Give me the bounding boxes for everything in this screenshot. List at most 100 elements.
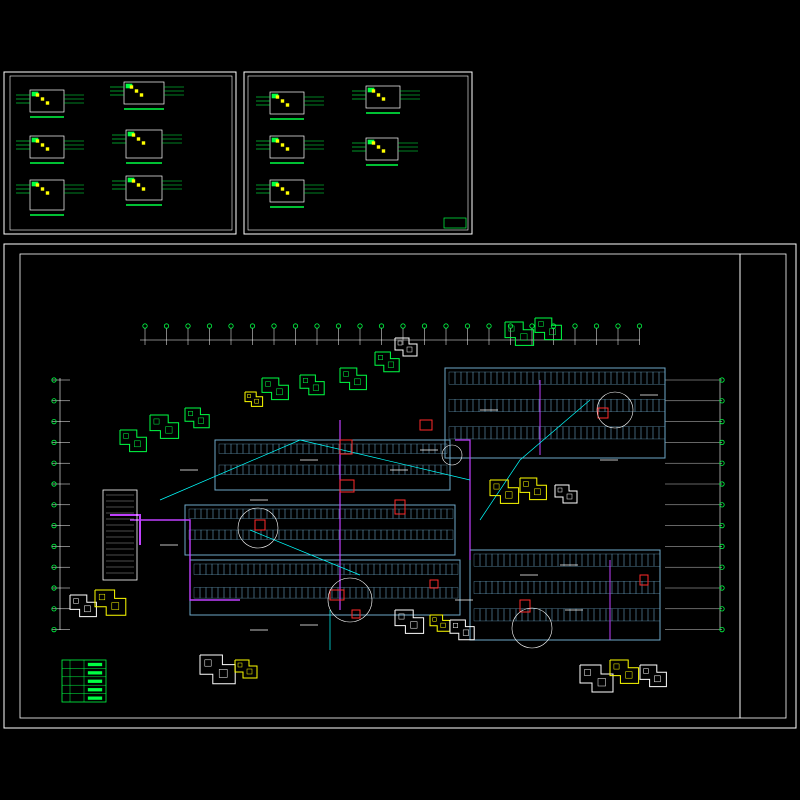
detail-callout: [511, 607, 553, 649]
axis-bubble: [185, 323, 191, 329]
title-strip: [739, 253, 787, 719]
axis-bubble: [206, 323, 213, 329]
sheet-inner-frame: [247, 75, 469, 231]
schematic-diagrams-group-2: [256, 85, 420, 208]
breaker-symbol: [381, 149, 386, 153]
axis-bubble: [292, 323, 299, 329]
building-green-room: [538, 321, 544, 327]
legend-sample: [87, 688, 103, 692]
building-yellow-room: [523, 481, 529, 487]
axis-bubble: [486, 323, 492, 329]
equipment-room: [519, 599, 531, 613]
axis-bubble: [529, 323, 535, 329]
sheet-outer-frame: [3, 71, 237, 235]
parking-stall: [440, 464, 448, 475]
axis-bubble: [719, 585, 725, 591]
building-green-room: [343, 371, 349, 377]
building-white-room: [566, 493, 573, 500]
legend-sample: [87, 679, 103, 683]
breaker-symbol: [141, 187, 146, 191]
building-green: [119, 429, 147, 453]
cable-route: [249, 529, 361, 576]
schematic-box: [125, 175, 163, 201]
breaker-symbol: [285, 103, 290, 107]
axis-bubble: [719, 377, 725, 383]
building-yellow-room: [111, 602, 120, 610]
building-white: [449, 619, 475, 641]
breaker-symbol: [35, 139, 40, 143]
schematic-box: [365, 137, 399, 161]
axis-bubble: [51, 460, 57, 466]
building-white: [639, 664, 667, 688]
axis-bubble: [271, 323, 277, 329]
breaker-symbol: [371, 89, 376, 93]
axis-bubble: [719, 522, 725, 529]
building-green: [534, 317, 562, 341]
axis-bubble: [400, 323, 406, 329]
building-green-room: [520, 333, 528, 341]
axis-bubble: [51, 585, 57, 591]
axis-bubble: [51, 606, 57, 612]
breaker-symbol: [280, 99, 285, 103]
building-white-room: [643, 668, 649, 674]
detail-callout: [327, 577, 373, 623]
parking-stall: [653, 608, 661, 622]
breaker-symbol: [131, 179, 136, 183]
building-green-room: [134, 440, 141, 448]
building-green-room: [303, 378, 308, 383]
building-white-room: [204, 659, 212, 667]
schematic-box: [269, 91, 305, 115]
breaker-symbol: [45, 147, 50, 151]
axis-bubble: [314, 323, 320, 329]
building-white-room: [557, 487, 563, 493]
schematic-box: [123, 81, 165, 105]
equipment-room: [339, 439, 353, 455]
building-white-room: [597, 678, 606, 687]
legend-sample: [87, 671, 103, 675]
schematic-sheet-2: [243, 71, 473, 235]
parking-stall: [658, 426, 666, 440]
schematic-box: [29, 179, 65, 211]
axis-bubble: [719, 418, 725, 425]
building-yellow-room: [534, 488, 541, 496]
breaker-symbol: [131, 133, 136, 137]
equipment-room: [351, 609, 361, 619]
building-green-room: [197, 417, 204, 424]
breaker-symbol: [275, 139, 280, 143]
building-green-room: [123, 433, 129, 439]
building-green: [299, 374, 325, 396]
legend-sample: [87, 696, 103, 700]
building-green: [261, 377, 289, 401]
building-white: [69, 594, 97, 618]
axis-bubble: [51, 543, 57, 550]
axis-bubble: [719, 502, 725, 508]
breaker-symbol: [280, 143, 285, 147]
detail-callout: [441, 444, 463, 466]
building-yellow-room: [432, 617, 437, 622]
axis-bubble: [51, 522, 57, 529]
sheet-outer-frame: [243, 71, 473, 235]
breaker-symbol: [280, 187, 285, 191]
building-green-room: [312, 384, 319, 391]
axis-bubble: [719, 543, 725, 550]
schematic-sheet-1: [3, 71, 237, 235]
building-white-room: [654, 675, 661, 683]
building-yellow: [244, 391, 264, 407]
building-green-room: [378, 355, 383, 360]
breaker-symbol: [40, 97, 45, 101]
axis-bubble: [719, 564, 725, 570]
building-green-room: [508, 325, 515, 332]
plan-outer-frame: [3, 243, 797, 729]
building-green: [504, 321, 535, 346]
parking-stall: [446, 529, 454, 540]
breaker-symbol: [285, 147, 290, 151]
breaker-symbol: [40, 143, 45, 147]
schematic-diagrams-group-1: [16, 81, 184, 216]
parking-stall: [658, 399, 666, 412]
building-yellow-room: [246, 668, 253, 675]
axis-bubble: [51, 439, 57, 445]
building-white-room: [410, 621, 418, 629]
building-green: [374, 351, 400, 373]
schematic-box: [269, 135, 305, 159]
breaker-symbol: [275, 183, 280, 187]
